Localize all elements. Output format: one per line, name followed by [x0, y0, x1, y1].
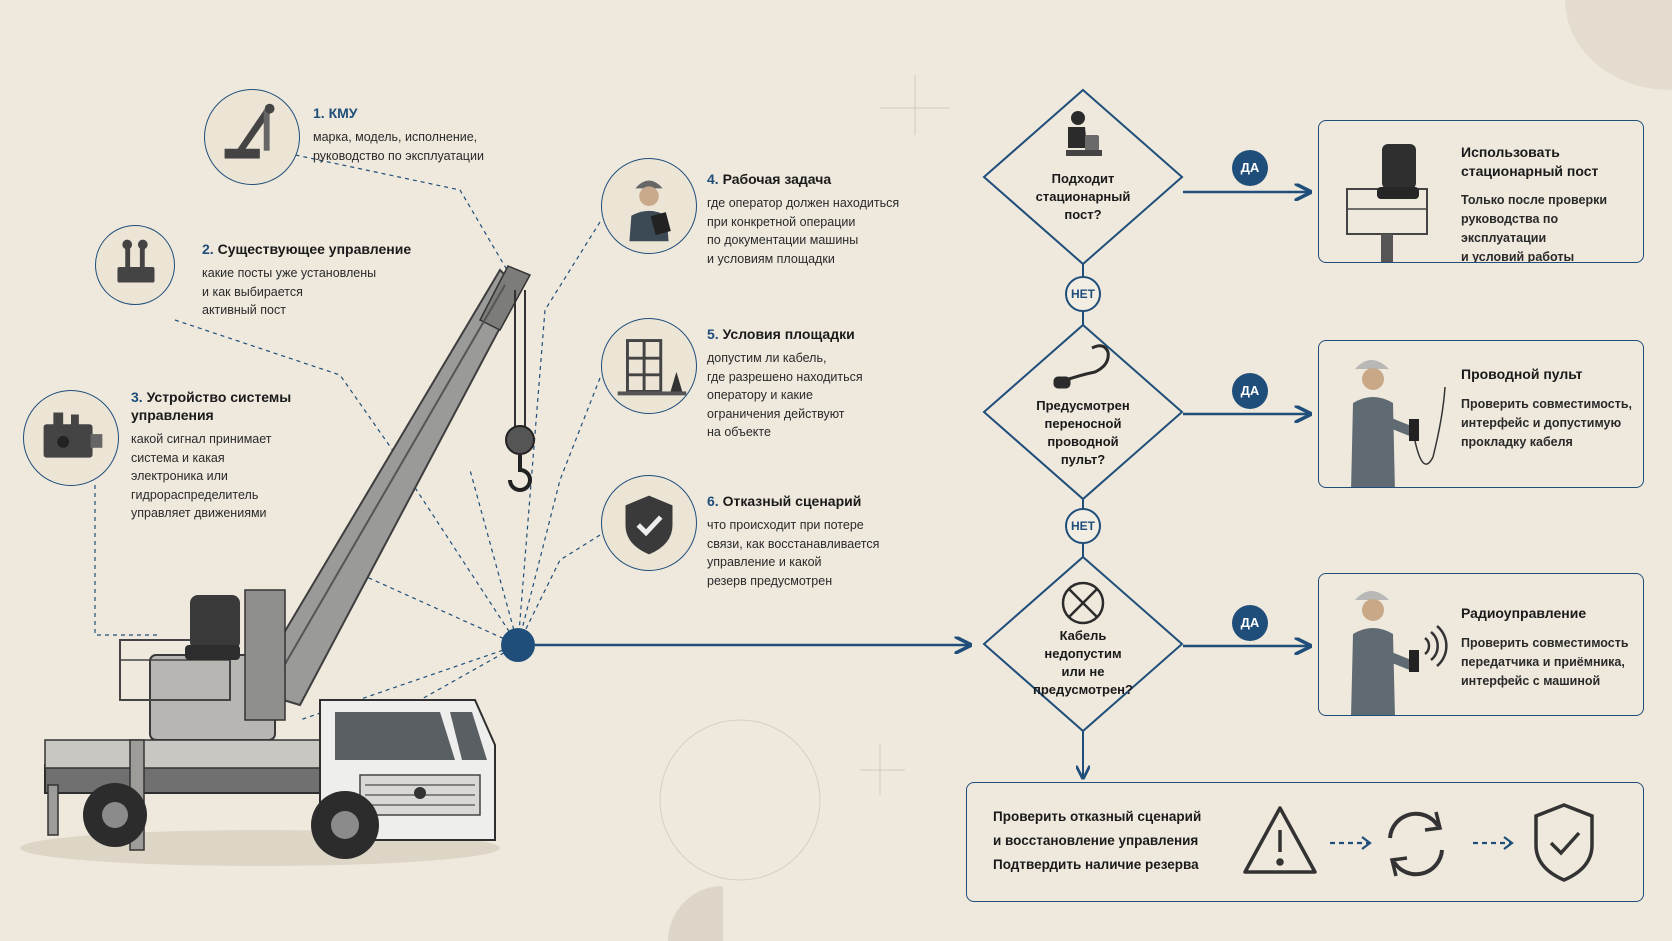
factor-1-desc: марка, модель, исполнение, руководство п…	[313, 130, 484, 163]
factor-4-desc: где оператор должен находиться при конкр…	[707, 196, 900, 266]
bottom-decoration	[668, 886, 723, 941]
final-line-2: и восстановление управления	[993, 833, 1199, 848]
factor-3-title: Устройство системы управления	[131, 389, 292, 423]
seated-operator-icon	[1066, 111, 1102, 156]
factor-2-num: 2.	[202, 241, 214, 257]
yes-arrows	[1183, 192, 1310, 646]
factor-6: 6. Отказный сценарий что происходит при …	[707, 492, 967, 590]
factor-1-num: 1.	[313, 105, 325, 121]
cable-remote-icon	[1053, 344, 1110, 389]
worker-wired-remote-icon	[1351, 360, 1446, 487]
final-text: Проверить отказный сценарий и восстановл…	[993, 805, 1253, 877]
factor-3-desc: какой сигнал принимает система и какая э…	[131, 432, 272, 520]
worker-radio-remote-icon	[1351, 591, 1448, 715]
result-1-title: Использовать стационарный пост	[1461, 144, 1599, 179]
yes-badge-3: ДА	[1232, 605, 1268, 641]
factor-2: 2. Существующее управление какие посты у…	[202, 240, 462, 320]
result-1-desc: Только после проверки руководства по экс…	[1461, 193, 1608, 263]
crane-truck-illustration	[20, 265, 535, 866]
construction-site-icon	[601, 318, 697, 414]
final-check-box: Проверить отказный сценарий и восстановл…	[966, 782, 1644, 902]
warning-icon	[1243, 806, 1317, 874]
yes-badge-1: ДА	[1232, 150, 1268, 186]
result-3-desc: Проверить совместимость передатчика и пр…	[1461, 636, 1629, 688]
no-badge-1: НЕТ	[1065, 276, 1101, 312]
yes-badge-2: ДА	[1232, 373, 1268, 409]
factor-3-num: 3.	[131, 389, 143, 405]
factor-2-desc: какие посты уже установлены и как выбира…	[202, 266, 377, 317]
factor-5: 5. Условия площадки допустим ли кабель, …	[707, 325, 967, 442]
factor-6-num: 6.	[707, 493, 719, 509]
factor-6-title: Отказный сценарий	[722, 493, 862, 509]
bg-arc	[659, 719, 821, 881]
no-badge-2: НЕТ	[1065, 508, 1101, 544]
hydraulic-valve-icon	[23, 390, 119, 486]
no-cable-icon	[1061, 581, 1105, 625]
control-levers-icon	[95, 225, 175, 305]
corner-decoration	[1565, 0, 1672, 91]
factor-4-title: Рабочая задача	[722, 171, 832, 187]
dashed-arrow-1	[1330, 836, 1372, 850]
factor-5-desc: допустим ли кабель, где разрешено находи…	[707, 351, 863, 439]
factor-3: 3. Устройство системы управления какой с…	[131, 388, 361, 523]
crosshair-marks	[860, 75, 950, 795]
shield-check-final-icon	[1534, 803, 1594, 882]
decision-diamonds	[982, 88, 1184, 733]
final-line-3: Подтвердить наличие резерва	[993, 857, 1199, 872]
factor-1: 1. КМУ марка, модель, исполнение, руково…	[313, 104, 573, 165]
result-stationary-post: Использовать стационарный пост Только по…	[1318, 120, 1644, 263]
crane-arm-icon	[204, 89, 300, 185]
decision-2-question: Предусмотрен переносной проводной пульт?	[1036, 398, 1130, 467]
decision-1-question: Подходит стационарный пост?	[1035, 171, 1131, 222]
result-3-title: Радиоуправление	[1461, 605, 1587, 621]
factor-5-title: Условия площадки	[722, 326, 855, 342]
shield-check-icon	[601, 475, 697, 571]
result-2-title: Проводной пульт	[1461, 366, 1583, 382]
stationary-seat-icon	[1346, 144, 1428, 262]
result-wired-remote: Проводной пульт Проверить совместимость,…	[1318, 340, 1644, 488]
factor-2-title: Существующее управление	[217, 241, 412, 257]
hub-node	[501, 628, 535, 662]
factor-5-num: 5.	[707, 326, 719, 342]
dashed-arrow-2	[1473, 836, 1514, 850]
refresh-icon	[1388, 811, 1444, 877]
factor-4: 4. Рабочая задача где оператор должен на…	[707, 170, 967, 268]
decision-3-question: Кабель недопустим или не предусмотрен?	[1033, 628, 1133, 697]
factor-1-title: КМУ	[328, 105, 358, 121]
final-line-1: Проверить отказный сценарий	[993, 809, 1202, 824]
result-radio-control: Радиоуправление Проверить совместимость …	[1318, 573, 1644, 716]
operator-clipboard-icon	[601, 158, 697, 254]
factor-6-desc: что происходит при потере связи, как вос…	[707, 518, 880, 588]
result-2-desc: Проверить совместимость, интерфейс и доп…	[1461, 397, 1633, 449]
factor-4-num: 4.	[707, 171, 719, 187]
